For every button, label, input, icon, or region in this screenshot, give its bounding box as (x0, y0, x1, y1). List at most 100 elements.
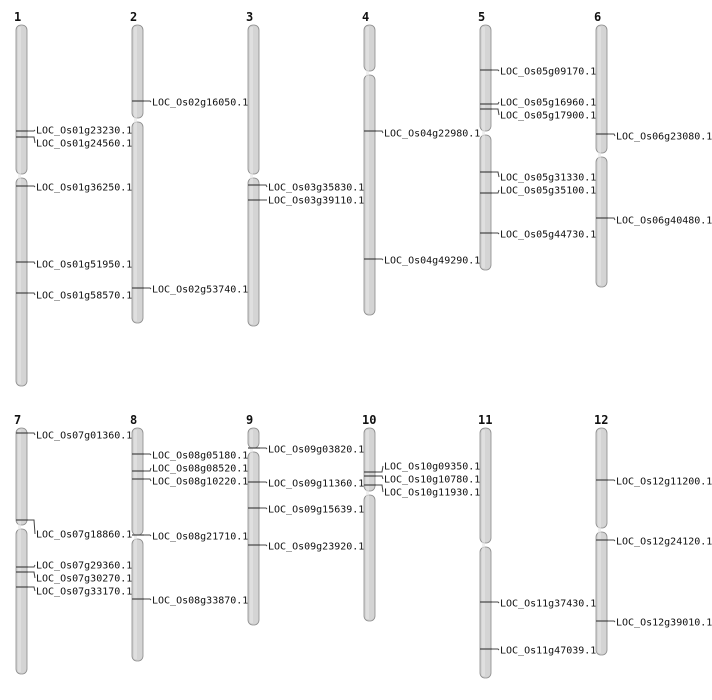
chromosome-number: 2 (130, 10, 137, 24)
marker-label: LOC_Os05g16960.1 (500, 98, 596, 109)
chromosome-number: 9 (246, 413, 253, 427)
chromosome-highlight (250, 430, 253, 623)
marker-label: LOC_Os02g53740.1 (152, 285, 248, 296)
marker-label: LOC_Os05g35100.1 (500, 186, 596, 197)
marker-label: LOC_Os12g39010.1 (616, 618, 712, 629)
marker-label: LOC_Os09g15639.1 (268, 505, 364, 516)
chromosome-number: 8 (130, 413, 137, 427)
marker-connector (376, 130, 384, 134)
chromosome-arm-long (15, 528, 28, 675)
chromosome-arm-long (595, 156, 608, 288)
marker-connector (492, 189, 500, 194)
chromosome-highlight (366, 27, 369, 313)
marker-connector (376, 465, 384, 473)
chromosome-highlight (482, 27, 485, 268)
chromosome-number: 1 (14, 10, 21, 24)
marker-connector (376, 258, 384, 261)
chromosome-highlight (250, 27, 253, 324)
chromosome-highlight (482, 430, 485, 676)
marker-label: LOC_Os12g24120.1 (616, 537, 712, 548)
marker-label: LOC_Os05g09170.1 (500, 67, 596, 78)
marker-connector (260, 507, 268, 510)
marker-label: LOC_Os07g01360.1 (36, 431, 132, 442)
marker-label: LOC_Os07g29360.1 (36, 561, 132, 572)
chromosome-arm-short (363, 427, 376, 492)
marker-label: LOC_Os08g08520.1 (152, 464, 248, 475)
marker-label: LOC_Os07g18860.1 (36, 530, 132, 541)
marker-label: LOC_Os05g31330.1 (500, 173, 596, 184)
marker-label: LOC_Os09g11360.1 (268, 479, 364, 490)
marker-connector (608, 217, 616, 221)
marker-connector (608, 479, 616, 482)
marker-label: LOC_Os03g39110.1 (268, 196, 364, 207)
chromosome-arm-long (479, 546, 492, 679)
marker-label: LOC_Os06g40480.1 (616, 216, 712, 227)
marker-connector (608, 620, 616, 623)
chromosome-number: 3 (246, 10, 253, 24)
marker-label: LOC_Os01g36250.1 (36, 183, 132, 194)
marker-connector (492, 108, 500, 116)
marker-label: LOC_Os05g44730.1 (500, 230, 596, 241)
marker-label: LOC_Os07g30270.1 (36, 574, 132, 585)
chromosome-arm-short (15, 24, 28, 175)
marker-connector (144, 100, 152, 103)
chromosome-arm-short (247, 427, 260, 449)
chromosome-highlight (18, 430, 21, 672)
marker-connector (144, 453, 152, 456)
marker-connector (28, 432, 36, 436)
chromosome-highlight (18, 27, 21, 384)
marker-connector (28, 564, 36, 568)
marker-connector (260, 481, 268, 484)
chromosome-highlight (134, 430, 137, 659)
marker-connector (376, 484, 384, 493)
marker-connector (144, 478, 152, 482)
chromosome-arm-long (479, 134, 492, 271)
marker-connector (492, 69, 500, 72)
chromosome-number: 7 (14, 413, 21, 427)
marker-connector (28, 136, 36, 144)
chromosome-arm-short (131, 24, 144, 119)
chromosome-arm-long (131, 121, 144, 324)
marker-label: LOC_Os10g10780.1 (384, 475, 480, 486)
marker-connector (492, 601, 500, 604)
chromosome-arm-long (131, 538, 144, 662)
marker-connector (144, 534, 152, 537)
marker-label: LOC_Os11g47039.1 (500, 646, 596, 657)
chromosome-arm-short (363, 24, 376, 72)
marker-connector (28, 519, 36, 535)
marker-label: LOC_Os09g23920.1 (268, 542, 364, 553)
chromosome-arm-short (479, 427, 492, 544)
marker-connector (28, 185, 36, 188)
chromosome-number: 12 (594, 413, 608, 427)
chromosome-arm-short (479, 24, 492, 132)
marker-label: LOC_Os01g23230.1 (36, 126, 132, 137)
marker-label: LOC_Os04g22980.1 (384, 129, 480, 140)
marker-label: LOC_Os05g17900.1 (500, 111, 596, 122)
marker-connector (260, 184, 268, 188)
marker-connector (492, 648, 500, 651)
marker-label: LOC_Os02g16050.1 (152, 98, 248, 109)
marker-connector (492, 171, 500, 178)
marker-connector (144, 287, 152, 290)
marker-label: LOC_Os07g33170.1 (36, 587, 132, 598)
marker-label: LOC_Os11g37430.1 (500, 599, 596, 610)
marker-connector (144, 467, 152, 472)
marker-connector (492, 101, 500, 105)
marker-connector (28, 129, 36, 132)
chromosome-arm-short (15, 427, 28, 526)
chromosome-arm-short (595, 427, 608, 529)
marker-connector (608, 539, 616, 542)
marker-label: LOC_Os08g10220.1 (152, 477, 248, 488)
chromosome-arm-short (247, 24, 260, 175)
marker-label: LOC_Os04g49290.1 (384, 256, 480, 267)
marker-connector (28, 586, 36, 592)
marker-label: LOC_Os08g21710.1 (152, 532, 248, 543)
marker-label: LOC_Os12g11200.1 (616, 477, 712, 488)
marker-label: LOC_Os08g33870.1 (152, 596, 248, 607)
chromosome-number: 11 (478, 413, 492, 427)
marker-label: LOC_Os03g35830.1 (268, 183, 364, 194)
marker-connector (28, 261, 36, 265)
marker-connector (492, 232, 500, 235)
marker-connector (608, 133, 616, 137)
